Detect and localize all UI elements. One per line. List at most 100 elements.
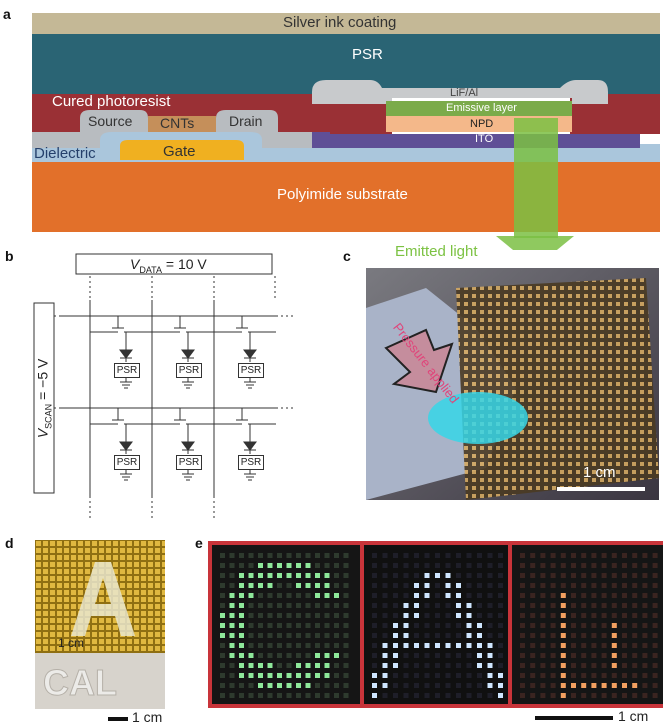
led-pixel-off bbox=[652, 643, 658, 648]
led-pixel-on bbox=[315, 663, 320, 668]
led-pixel-off bbox=[498, 643, 503, 648]
led-pixel-off bbox=[581, 693, 587, 698]
led-pixel-on bbox=[382, 683, 388, 688]
led-pixel-off bbox=[393, 603, 398, 608]
led-pixel-off bbox=[324, 623, 330, 628]
led-pixel-off bbox=[305, 593, 311, 598]
led-pixel-off bbox=[258, 693, 263, 698]
led-pixel-on bbox=[315, 653, 320, 658]
led-pixel-off bbox=[487, 633, 493, 638]
led-pixel-off bbox=[343, 553, 349, 558]
led-pixel-off bbox=[550, 673, 556, 678]
led-pixel-off bbox=[632, 623, 638, 628]
led-pixel-on bbox=[286, 573, 292, 578]
led-pixel-off bbox=[581, 583, 587, 588]
silver-ink-layer bbox=[32, 13, 660, 34]
led-pixel-off bbox=[652, 683, 658, 688]
led-pixel-on bbox=[591, 683, 597, 688]
led-pixel-off bbox=[642, 593, 648, 598]
led-pixel-off bbox=[334, 573, 339, 578]
led-pixel-off bbox=[601, 623, 607, 628]
led-pixel-on bbox=[229, 613, 235, 618]
led-pixel-off bbox=[372, 663, 377, 668]
led-pixel-off bbox=[445, 553, 451, 558]
led-pixel-on bbox=[248, 583, 254, 588]
led-pixel-off bbox=[652, 553, 658, 558]
led-pixel-off bbox=[652, 583, 658, 588]
vdata-value: = 10 V bbox=[162, 256, 207, 272]
psr-label: PSR bbox=[352, 46, 383, 63]
led-pixel-off bbox=[591, 643, 597, 648]
led-pixel-off bbox=[393, 613, 398, 618]
led-pixel-off bbox=[487, 573, 493, 578]
led-pixel-off bbox=[652, 573, 658, 578]
led-pixel-off bbox=[601, 613, 607, 618]
led-pixel-off bbox=[550, 633, 556, 638]
led-pixel-on bbox=[403, 633, 409, 638]
led-pixel-off bbox=[530, 643, 536, 648]
led-pixel-on bbox=[456, 613, 461, 618]
cured-photoresist-label: Cured photoresist bbox=[52, 93, 171, 110]
led-pixel-on bbox=[611, 633, 617, 638]
led-pixel-off bbox=[393, 673, 398, 678]
led-pixel-off bbox=[540, 563, 546, 568]
led-pixel-off bbox=[343, 573, 349, 578]
led-pixel-off bbox=[652, 633, 658, 638]
led-pixel-off bbox=[305, 653, 311, 658]
led-pixel-off bbox=[581, 633, 587, 638]
led-pixel-on bbox=[393, 633, 398, 638]
led-pixel-off bbox=[540, 593, 546, 598]
led-pixel-off bbox=[445, 683, 451, 688]
led-pixel-on bbox=[414, 603, 419, 608]
led-pixel-on bbox=[286, 683, 292, 688]
led-pixel-off bbox=[296, 633, 301, 638]
led-pixel-off bbox=[334, 553, 339, 558]
led-pixel-off bbox=[540, 673, 546, 678]
led-pixel-off bbox=[258, 653, 263, 658]
led-pixel-off bbox=[220, 573, 225, 578]
led-pixel-off bbox=[414, 573, 419, 578]
led-pixel-off bbox=[601, 663, 607, 668]
led-pixel-on bbox=[414, 613, 419, 618]
led-pixel-off bbox=[445, 693, 451, 698]
led-pixel-on bbox=[403, 603, 409, 608]
led-pixel-off bbox=[591, 613, 597, 618]
led-pixel-off bbox=[315, 683, 320, 688]
oled-diode-icon bbox=[243, 441, 257, 451]
led-pixel-off bbox=[220, 673, 225, 678]
led-pixel-on bbox=[393, 653, 398, 658]
led-pixel-off bbox=[632, 583, 638, 588]
led-pixel-off bbox=[296, 693, 301, 698]
psr-box: PSR bbox=[176, 363, 202, 378]
led-pixel-off bbox=[277, 553, 282, 558]
led-pixel-off bbox=[267, 653, 273, 658]
led-pixel-off bbox=[477, 673, 482, 678]
led-pixel-off bbox=[642, 563, 648, 568]
led-pixel-off bbox=[248, 693, 254, 698]
led-pixel-off bbox=[571, 573, 576, 578]
vscan-subscript: SCAN bbox=[43, 403, 54, 429]
led-pixel-on bbox=[435, 643, 440, 648]
led-pixel-off bbox=[477, 693, 482, 698]
led-pixel-off bbox=[393, 683, 398, 688]
led-pixel-off bbox=[456, 623, 461, 628]
vdata-box bbox=[75, 253, 273, 275]
led-pixel-off bbox=[267, 623, 273, 628]
led-pixel-off bbox=[540, 693, 546, 698]
led-pixel-off bbox=[456, 633, 461, 638]
led-pixel-off bbox=[343, 603, 349, 608]
led-pixel-off bbox=[456, 683, 461, 688]
led-pixel-off bbox=[267, 693, 273, 698]
led-pixel-on bbox=[498, 673, 503, 678]
led-pixel-off bbox=[611, 673, 617, 678]
emitted-light-label: Emitted light bbox=[395, 243, 478, 260]
led-pixel-off bbox=[424, 603, 430, 608]
led-pixel-off bbox=[622, 573, 627, 578]
led-pixel-off bbox=[520, 663, 525, 668]
led-pixel-off bbox=[622, 563, 627, 568]
led-pixel-off bbox=[550, 573, 556, 578]
led-pixel-on bbox=[487, 673, 493, 678]
led-pixel-off bbox=[642, 613, 648, 618]
led-pixel-off bbox=[611, 613, 617, 618]
led-pixel-off bbox=[611, 563, 617, 568]
